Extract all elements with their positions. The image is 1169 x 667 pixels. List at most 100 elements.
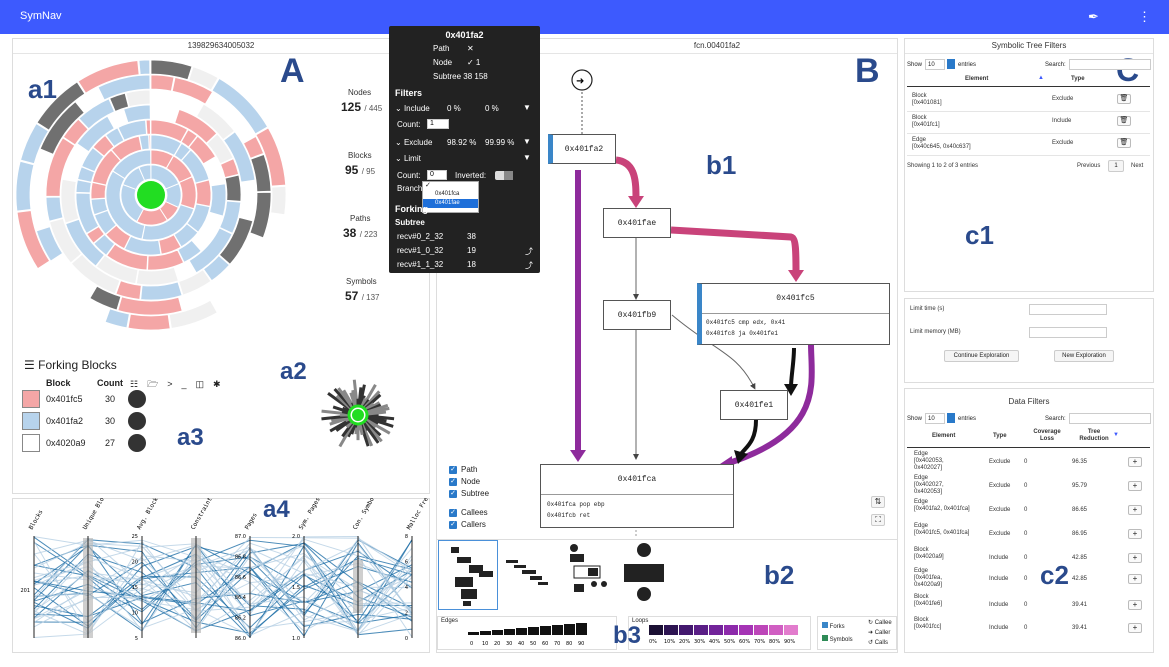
cfg-node-0x401fc5[interactable]: 0x401fc5 0x401fc5 cmp edx, 0x41 0x401fc8… bbox=[697, 283, 890, 345]
menu-icon[interactable]: ☰ bbox=[24, 358, 35, 372]
label-a3: a3 bbox=[177, 424, 204, 451]
tooltip-count-input[interactable]: 1 bbox=[427, 119, 449, 129]
sym-prev-button[interactable]: Previous bbox=[1077, 163, 1101, 169]
df-col-element: Element bbox=[932, 433, 956, 439]
limit-memory-input[interactable] bbox=[1029, 327, 1107, 338]
checkbox-box[interactable]: ✓ bbox=[449, 466, 457, 474]
checkbox-box[interactable]: ✓ bbox=[449, 521, 457, 529]
sym-page-button[interactable]: 1 bbox=[1108, 160, 1124, 172]
sunburst-segment bbox=[135, 266, 179, 286]
fit-view-button[interactable]: ⇅ bbox=[871, 496, 885, 508]
fullscreen-button[interactable]: ⛶ bbox=[871, 514, 885, 526]
tooltip-limit[interactable]: ⌄ Limit bbox=[395, 154, 421, 163]
checkbox-box[interactable]: ✓ bbox=[449, 490, 457, 498]
axis-tick: 4 bbox=[405, 585, 408, 591]
parallel-line bbox=[33, 543, 413, 619]
new-exploration-button[interactable]: New Exploration bbox=[1054, 350, 1114, 362]
df-row-coverage: 0 bbox=[1024, 531, 1028, 537]
cfg-node-0x401fe1[interactable]: 0x401fe1 bbox=[720, 390, 788, 420]
tooltip-include[interactable]: ⌄ Include bbox=[395, 104, 430, 113]
branch-select[interactable]: ✓ 0x401fca 0x401fae bbox=[422, 181, 479, 213]
filter-icon[interactable]: ▼ bbox=[523, 103, 531, 112]
cfg-node-0x401fa2[interactable]: 0x401fa2 bbox=[548, 134, 616, 164]
tooltip-exclude[interactable]: ⌄ Exclude bbox=[395, 138, 433, 147]
sym-search-input[interactable] bbox=[1069, 59, 1151, 70]
trash-icon[interactable]: 🗑 bbox=[1117, 138, 1131, 148]
sym-col-element: Element bbox=[965, 76, 989, 82]
app-header: SymNav ✒ ⋮ bbox=[0, 0, 1169, 34]
edges-legend-bar bbox=[492, 630, 503, 635]
more-vert-icon[interactable]: ⋮ bbox=[1138, 9, 1151, 24]
thumbnail-2[interactable] bbox=[500, 540, 558, 610]
axis-label: Constraints bbox=[190, 498, 216, 531]
brush-icon[interactable]: ✒ bbox=[1088, 9, 1099, 24]
legend-symbols: Symbols bbox=[829, 637, 853, 643]
edges-legend-bar bbox=[480, 631, 491, 635]
inverted-toggle[interactable] bbox=[495, 171, 513, 180]
sym-next-button[interactable]: Next bbox=[1131, 163, 1144, 169]
sunburst-segment bbox=[180, 129, 198, 148]
checkbox-label: Path bbox=[461, 465, 478, 474]
continue-exploration-button[interactable]: Continue Exploration bbox=[944, 350, 1019, 362]
sunburst-segment bbox=[124, 235, 162, 256]
arrow-up-icon[interactable]: ⤴ bbox=[525, 261, 533, 270]
database-icon: ◫ bbox=[195, 379, 214, 389]
df-row-tree: 96.35 bbox=[1072, 459, 1088, 465]
cfg-node-0x401fb9[interactable]: 0x401fb9 bbox=[603, 300, 671, 330]
df-row-coverage: 0 bbox=[1024, 459, 1028, 465]
thumbnail-3[interactable] bbox=[560, 540, 616, 610]
forking-block: 0x401fa2 bbox=[46, 416, 84, 426]
thumbnail-1[interactable] bbox=[438, 540, 498, 610]
sunburst-segment bbox=[94, 210, 117, 235]
sunburst-segment bbox=[173, 223, 199, 248]
add-filter-button[interactable]: + bbox=[1128, 505, 1142, 515]
tooltip-exclude-b: 99.99 % bbox=[485, 138, 515, 147]
axis-tick: 8 bbox=[405, 534, 408, 540]
checkbox-box[interactable]: ✓ bbox=[449, 478, 457, 486]
add-filter-button[interactable]: + bbox=[1128, 457, 1142, 467]
df-show-label: Show bbox=[907, 416, 923, 422]
thumbnail-4[interactable] bbox=[618, 540, 678, 610]
forking-count: 30 bbox=[105, 394, 116, 404]
add-filter-button[interactable]: + bbox=[1128, 529, 1142, 539]
tooltip-limit-count-input[interactable]: 0 bbox=[427, 170, 447, 180]
trash-icon[interactable]: 🗑 bbox=[1117, 94, 1131, 104]
branch-option-2[interactable]: 0x401fae bbox=[423, 199, 478, 208]
trash-icon[interactable]: 🗑 bbox=[1117, 116, 1131, 126]
df-row-tree: 39.41 bbox=[1072, 602, 1088, 608]
checkbox-box[interactable]: ✓ bbox=[449, 509, 457, 517]
axis-label: Unique Blocks bbox=[82, 498, 112, 531]
branch-option-1[interactable]: 0x401fca bbox=[435, 191, 460, 197]
df-row-element: Edge bbox=[914, 451, 929, 457]
axis-tick: 6 bbox=[405, 560, 408, 566]
add-filter-button[interactable]: + bbox=[1128, 623, 1142, 633]
limit-time-input[interactable] bbox=[1029, 304, 1107, 315]
sunburst-segment bbox=[188, 66, 219, 91]
df-search-input[interactable] bbox=[1069, 413, 1151, 424]
sunburst-segment bbox=[218, 217, 254, 265]
sunburst-chart[interactable] bbox=[12, 52, 430, 352]
parallel-line bbox=[33, 536, 413, 616]
type-legend: Forks Symbols ↻ Callee ➜ Caller ↺ Calls bbox=[817, 616, 897, 650]
df-entries-select[interactable]: 10 bbox=[925, 413, 945, 424]
add-filter-button[interactable]: + bbox=[1128, 574, 1142, 584]
cfg-node-0x401fca[interactable]: 0x401fca 0x401fca pop ebp 0x401fcb ret bbox=[540, 464, 734, 528]
sunburst-segment bbox=[250, 153, 272, 193]
parallel-line bbox=[33, 553, 413, 632]
sunburst-segment bbox=[105, 224, 131, 250]
arrow-up-icon[interactable]: ⤴ bbox=[525, 247, 533, 256]
parallel-line bbox=[33, 538, 413, 636]
sunburst-segment bbox=[150, 74, 175, 92]
mini-sunburst[interactable] bbox=[300, 370, 400, 460]
filter-icon[interactable]: ▼ bbox=[523, 153, 531, 162]
cfg-node-0x401fae[interactable]: 0x401fae bbox=[603, 208, 671, 238]
add-filter-button[interactable]: + bbox=[1128, 600, 1142, 610]
filter-icon[interactable]: ▼ bbox=[523, 137, 531, 146]
add-filter-button[interactable]: + bbox=[1128, 553, 1142, 563]
sym-entries-select[interactable]: 10 bbox=[925, 59, 945, 70]
add-filter-button[interactable]: + bbox=[1128, 481, 1142, 491]
